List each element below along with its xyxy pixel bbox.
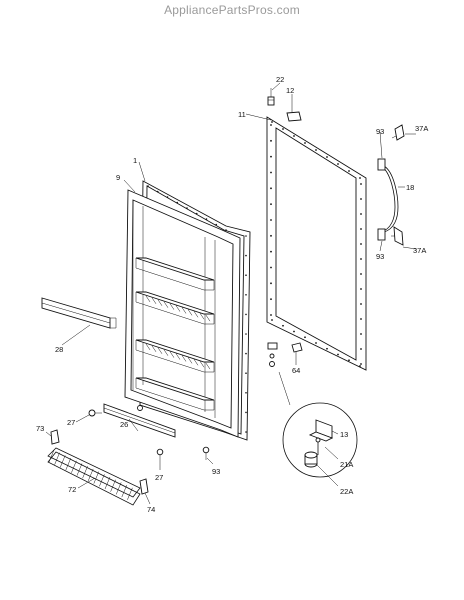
callout-12: 12 [286,86,294,95]
watermark: AppliancePartsPros.com [164,3,300,17]
callout-73: 73 [36,424,44,433]
callout-28: 28 [55,345,63,354]
callout-18: 18 [406,183,414,192]
callout-74: 74 [147,505,155,514]
screw-27-upper [88,409,102,417]
callout-37a-top: 37A [415,124,428,133]
callout-27-lower: 27 [155,473,163,482]
hinge-bracket [308,419,334,442]
door-label [286,111,302,122]
detail-circle [278,371,358,478]
callout-1: 1 [133,156,137,165]
wire-basket [47,447,141,506]
hinge-bushing [304,451,318,468]
callout-27-upper: 27 [67,418,75,427]
screw-27-lower [156,448,164,462]
callout-93-bottom: 93 [376,252,384,261]
door-liner [124,185,247,438]
handle-end-cap-bottom [391,226,404,246]
spacer-64 [291,342,303,353]
callout-26: 26 [120,420,128,429]
callout-22: 22 [276,75,284,84]
callout-72: 72 [68,485,76,494]
door-bumper [267,88,275,106]
callout-37a-bottom: 37A [413,246,426,255]
callout-11: 11 [238,110,246,119]
leader-lines [45,82,417,505]
bottom-bar [103,403,176,438]
callout-21a: 21A [340,460,353,469]
callout-93-top: 93 [376,127,384,136]
outer-door-panel [266,116,367,371]
handle-end-cap-top [391,124,405,141]
basket-bracket-right [139,478,149,495]
callout-93-lower: 93 [212,467,220,476]
callout-22a: 22A [340,487,353,496]
basket-bracket-left [50,429,60,445]
shelf-bar [41,297,117,329]
hinge-pin [315,437,321,455]
screw-93-lower [202,446,210,460]
screw-mid [137,405,143,411]
hinge-bracket-small [267,342,278,367]
callout-13: 13 [340,430,348,439]
callout-64: 64 [292,366,300,375]
callout-9: 9 [116,173,120,182]
door-handle [377,158,399,241]
